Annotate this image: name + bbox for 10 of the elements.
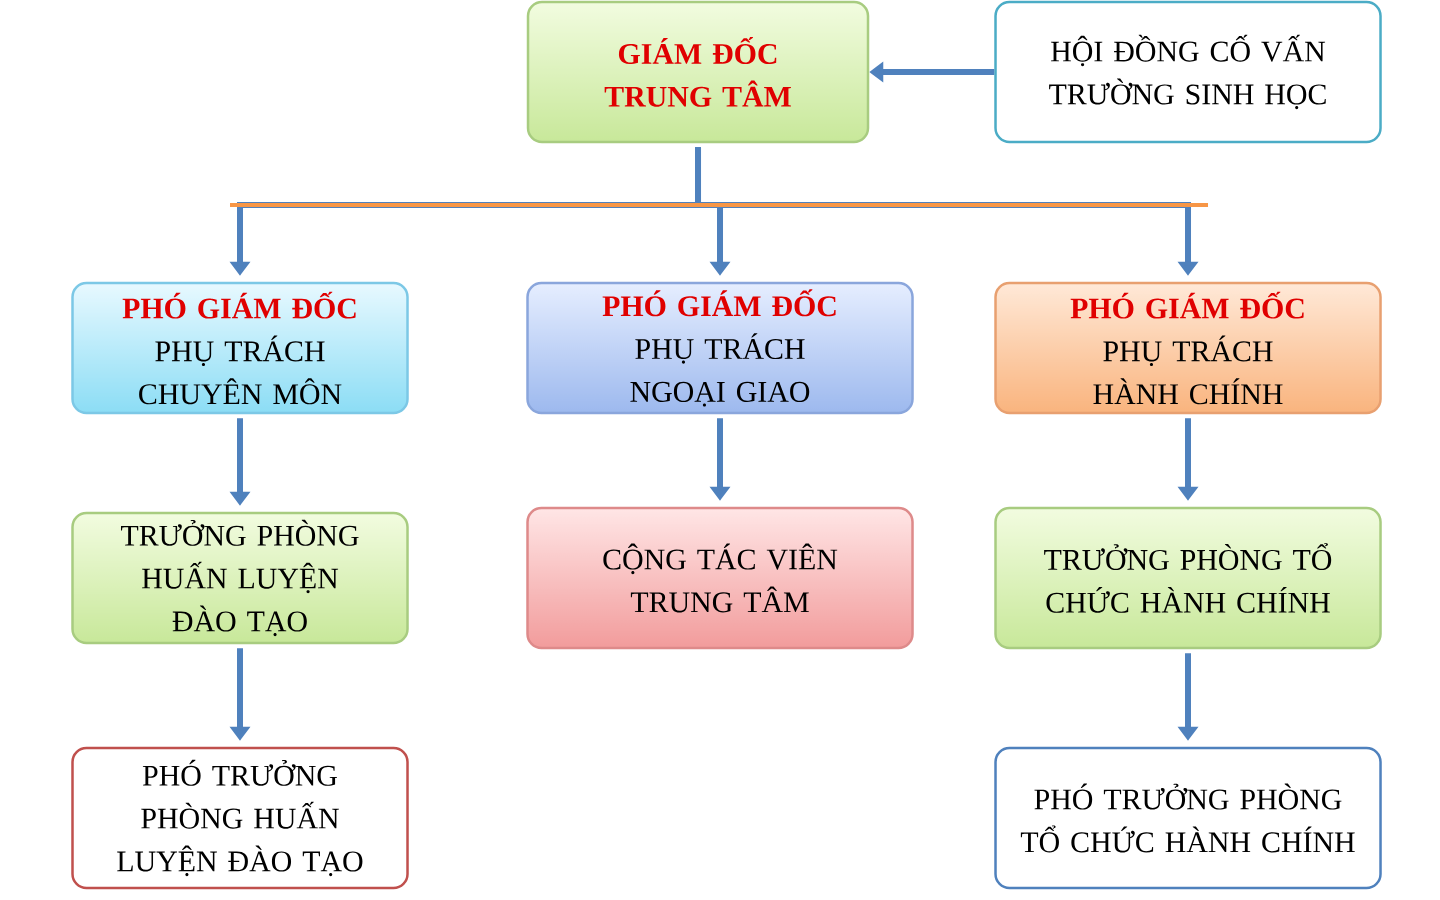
org-box: TRƯỞNG PHÒNG HUẤN LUYỆN ĐÀO TẠO: [71, 511, 409, 645]
org-box: PHÓ GIÁM ĐỐC PHỤ TRÁCH HÀNH CHÍNH: [994, 281, 1382, 415]
org-box: HỘI ĐỒNG CỐ VẤN TRƯỜNG SINH HỌC: [994, 0, 1382, 144]
org-box: PHÓ TRƯỞNG PHÒNG TỔ CHỨC HÀNH CHÍNH: [994, 746, 1382, 890]
org-box: PHÓ GIÁM ĐỐC PHỤ TRÁCH NGOẠI GIAO: [526, 281, 914, 415]
org-box: PHÓ TRƯỞNG PHÒNG HUẤN LUYỆN ĐÀO TẠO: [71, 746, 409, 890]
org-box: TRƯỞNG PHÒNG TỔ CHỨC HÀNH CHÍNH: [994, 506, 1382, 650]
org-box: PHÓ GIÁM ĐỐC PHỤ TRÁCH CHUYÊN MÔN: [71, 281, 409, 415]
org-box: GIÁM ĐỐC TRUNG TÂM: [526, 0, 870, 144]
org-box: CỘNG TÁC VIÊN TRUNG TÂM: [526, 506, 914, 650]
